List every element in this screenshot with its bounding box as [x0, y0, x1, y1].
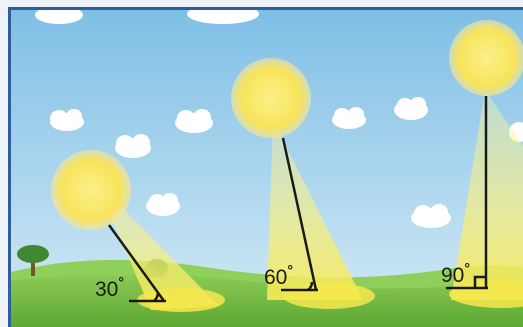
sun-60: [231, 58, 311, 138]
sun-30: [51, 150, 131, 230]
sun-angle-scene: 30° 60° 90°: [11, 10, 523, 327]
sun-90: [449, 20, 523, 96]
scene-frame: 30° 60° 90°: [8, 7, 523, 327]
cloud: [394, 97, 428, 120]
tree-leaves: [17, 245, 49, 263]
cloud: [146, 193, 180, 216]
